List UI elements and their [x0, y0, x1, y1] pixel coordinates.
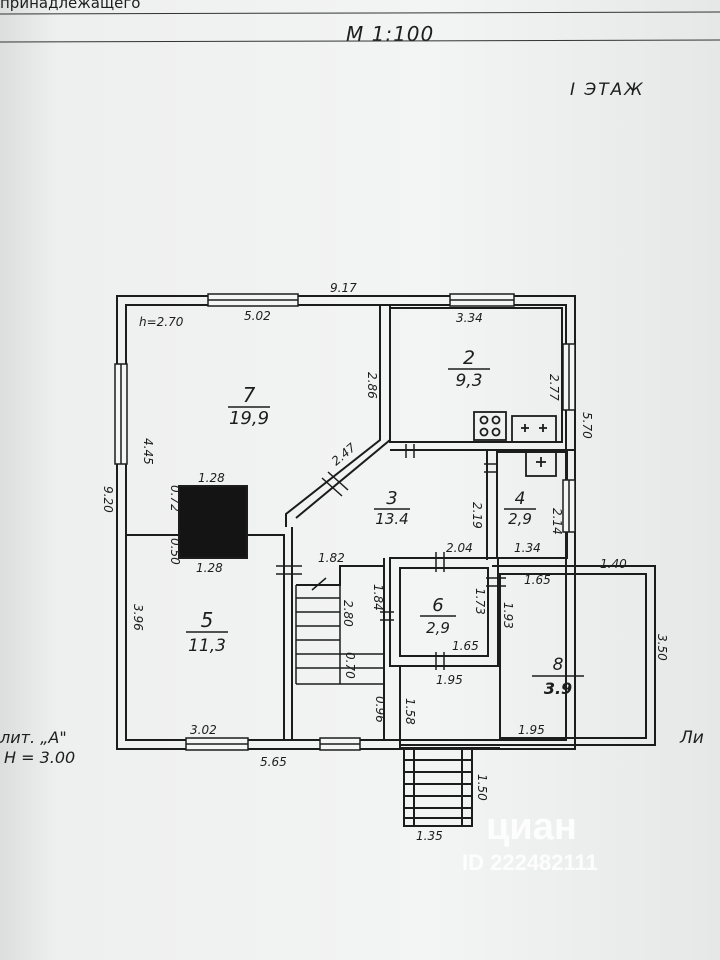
- kitchen-fixtures: [473, 411, 557, 477]
- form-line: [0, 39, 720, 43]
- watermark-listing-id: ID 222482111: [462, 850, 598, 875]
- room-3-area: 13.4: [375, 510, 408, 528]
- dim-porch-length: 1.50: [475, 774, 489, 801]
- building-height-label: Н = 3.00: [4, 748, 76, 767]
- room-3-number: 3: [386, 488, 397, 509]
- right-edge-label-fragment: Ли: [680, 728, 704, 748]
- room-8-outline: [499, 573, 647, 739]
- staircase: [295, 577, 384, 685]
- form-line: [0, 11, 720, 15]
- room-6-area: 2,9: [426, 619, 450, 637]
- dim-stove-left: 0.72: [168, 485, 182, 512]
- dim-stair-top: 1.82: [318, 551, 345, 565]
- dim-outer-right: 5.70: [580, 412, 594, 439]
- building-letter-label: лит. „А": [0, 728, 67, 747]
- dim-room8-bottom: 1.95: [518, 723, 545, 737]
- dim-room8-left: 1.93: [501, 602, 515, 629]
- dim-room7-top: 5.02: [244, 309, 271, 323]
- floor-label: I ЭТАЖ: [570, 80, 645, 100]
- dim-stove-top: 1.28: [198, 471, 225, 485]
- dim-corridor-left: 1.84: [371, 584, 385, 611]
- dim-room8-extension: 1.40: [600, 557, 627, 571]
- dim-diagonal: 2.47: [329, 440, 359, 468]
- stove-block: [178, 485, 248, 559]
- stair-outline: [296, 565, 384, 586]
- door-marks: [276, 444, 506, 670]
- dim-stove-bottom-left: 0.50: [168, 538, 182, 565]
- room-4-area: 2,9: [508, 510, 532, 528]
- dim-stair-length: 2.80: [341, 600, 355, 627]
- dim-overall-top: 9.17: [330, 281, 357, 295]
- windows: [114, 293, 576, 751]
- room-2-number: 2: [463, 347, 475, 369]
- room-8-number: 8: [553, 655, 564, 675]
- dim-room5-left: 3.96: [131, 604, 145, 631]
- room-2-area: 9,3: [455, 371, 482, 391]
- dim-room6-right: 1.73: [473, 588, 487, 615]
- room-8-area: 3.9: [544, 679, 572, 698]
- dim-room2-right: 2.77: [547, 374, 561, 401]
- dim-porch-width: 1.35: [416, 829, 443, 843]
- room-7-number: 7: [243, 383, 256, 407]
- room-4-number: 4: [515, 489, 526, 509]
- room-6-number: 6: [432, 595, 443, 616]
- dim-outer-bottom: 5.65: [260, 755, 287, 769]
- ceiling-height: h=2.70: [139, 315, 184, 329]
- room-7-area: 19,9: [229, 408, 269, 429]
- dim-corridor-top: 2.04: [446, 541, 473, 555]
- dim-room7-left: 4.45: [141, 438, 155, 465]
- porch-stairs: [403, 747, 473, 827]
- watermark-logo: циан: [486, 806, 577, 849]
- room-5-number: 5: [201, 608, 214, 632]
- room-8-outer: [400, 565, 656, 746]
- dim-room7-right: 2.86: [365, 372, 379, 399]
- watermark-brand: циан: [486, 806, 577, 848]
- dim-room8-top: 1.65: [524, 573, 551, 587]
- dim-vestibule-left: 1.58: [403, 698, 417, 725]
- dim-room4-right: 2.14: [550, 508, 564, 535]
- dim-room6-bottom: 1.65: [452, 639, 479, 653]
- room-7-outline: [125, 304, 381, 527]
- dim-outer-left: 9.20: [101, 486, 115, 513]
- owner-text-fragment: принадлежащего: [0, 0, 141, 12]
- scale-label: М 1:100: [346, 22, 435, 46]
- dim-wall-segment: 0.96: [373, 696, 387, 723]
- room-label-bars: [186, 368, 584, 677]
- room-2-outline: [389, 307, 563, 443]
- dim-room8-right: 3.50: [655, 634, 669, 661]
- dim-room3-right: 2.19: [470, 502, 484, 529]
- dim-room2-top: 3.34: [456, 311, 483, 325]
- dim-vestibule-bottom: 1.95: [436, 673, 463, 687]
- room-5-area: 11,3: [188, 636, 226, 656]
- dim-landing: 0.70: [343, 652, 357, 679]
- dim-room5-bottom: 3.02: [190, 723, 217, 737]
- dim-stove-bottom: 1.28: [196, 561, 223, 575]
- dim-room4-bottom: 1.34: [514, 541, 541, 555]
